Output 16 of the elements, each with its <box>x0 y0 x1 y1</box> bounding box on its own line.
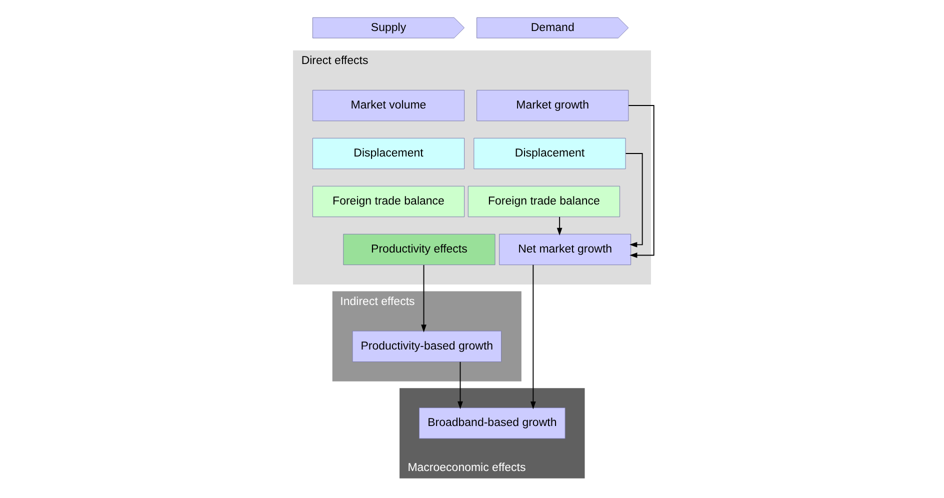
node-box: Broadband-based growth <box>418 408 566 439</box>
arrow <box>556 216 562 236</box>
node-box: Net market growth <box>499 234 632 266</box>
arrow <box>530 264 536 410</box>
node-box: Market volume <box>312 90 465 122</box>
arrow <box>421 264 426 332</box>
node-box: Foreign trade balance <box>312 186 465 218</box>
arrow <box>625 153 643 248</box>
node-box: Market growth <box>476 90 629 122</box>
node-box: Productivity effects <box>343 234 496 266</box>
node-box: Foreign trade balance <box>468 186 620 218</box>
arrow <box>628 105 654 258</box>
node-box: Displacement <box>312 138 465 170</box>
node-box: Productivity-based growth <box>352 330 502 362</box>
arrow <box>458 361 463 410</box>
node-box: Displacement <box>474 138 626 170</box>
